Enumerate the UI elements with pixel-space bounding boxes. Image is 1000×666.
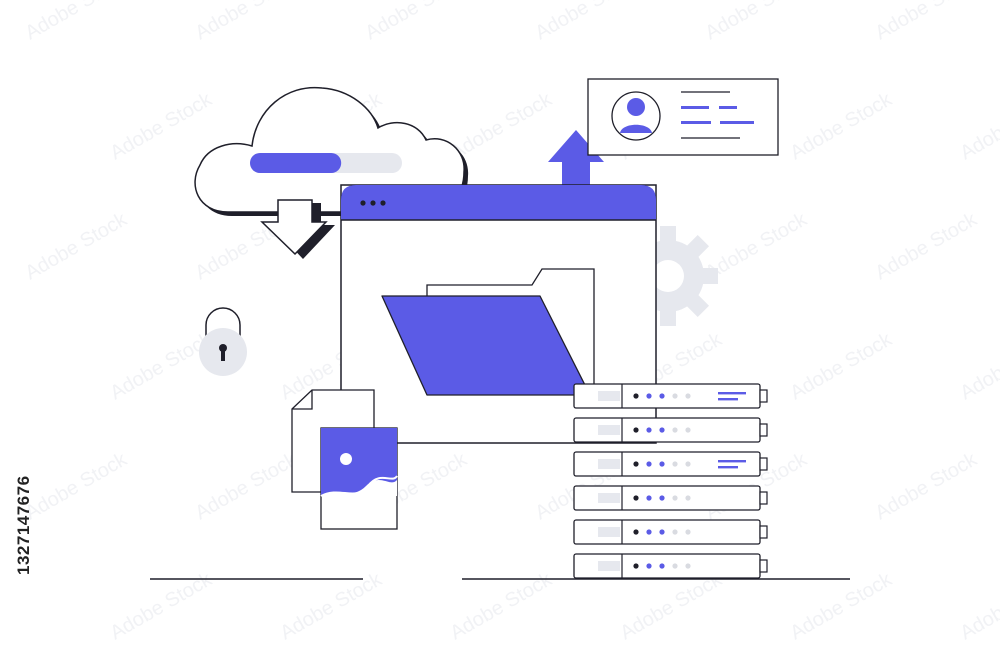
status-dot [685, 427, 691, 433]
watermark-text: Adobe Stock [362, 0, 472, 44]
watermark-text: Adobe Stock [22, 208, 132, 284]
status-dot [633, 563, 639, 569]
window-dot [380, 200, 386, 206]
status-dot [685, 563, 691, 569]
image-file-icon [320, 427, 398, 530]
watermark-text: Adobe Stock [107, 328, 217, 404]
status-dot [659, 461, 665, 467]
status-dot [646, 529, 652, 535]
status-dot [633, 393, 639, 399]
status-dot [685, 529, 691, 535]
status-dot [633, 529, 639, 535]
status-dot [685, 495, 691, 501]
watermark-text: Adobe Stock [872, 0, 982, 44]
download-arrow-icon [260, 199, 335, 259]
watermark-text: Adobe Stock [787, 328, 897, 404]
status-dot [672, 461, 678, 467]
watermark-text: Adobe Stock [702, 208, 812, 284]
status-dot [672, 563, 678, 569]
watermark-text: Adobe Stock [192, 0, 302, 44]
status-dot [672, 427, 678, 433]
status-dot [659, 529, 665, 535]
watermark-text: Adobe Stock [872, 208, 982, 284]
status-dot [646, 495, 652, 501]
server-unit [573, 519, 768, 545]
status-dot [646, 461, 652, 467]
profile-card [587, 78, 779, 156]
server-stack [573, 383, 768, 579]
status-dot [633, 495, 639, 501]
watermark-text: Adobe Stock [957, 568, 1000, 644]
watermark-text: Adobe Stock [957, 328, 1000, 404]
status-dot [685, 461, 691, 467]
status-dot [659, 427, 665, 433]
server-unit [573, 417, 768, 443]
folder-icon [381, 268, 595, 396]
status-dot [646, 563, 652, 569]
status-dot [633, 461, 639, 467]
server-unit [573, 451, 768, 477]
watermark-text: Adobe Stock [447, 88, 557, 164]
watermark-text: Adobe Stock [107, 88, 217, 164]
watermark-text: Adobe Stock [787, 88, 897, 164]
watermark-text: Adobe Stock [872, 448, 982, 524]
lock-icon [199, 307, 247, 376]
status-dot [659, 393, 665, 399]
watermark-text: Adobe Stock [22, 0, 132, 44]
watermark-text: Adobe Stock [192, 448, 302, 524]
status-dot [646, 427, 652, 433]
watermark-text: Adobe Stock [532, 0, 642, 44]
status-dot [633, 427, 639, 433]
watermark-text: Adobe Stock [22, 448, 132, 524]
server-unit [573, 383, 768, 409]
server-unit [573, 553, 768, 579]
status-dot [672, 495, 678, 501]
status-dot [672, 529, 678, 535]
status-dot [659, 495, 665, 501]
status-dot [672, 393, 678, 399]
watermark-text: Adobe Stock [702, 0, 812, 44]
cloud-progress-bar [250, 153, 402, 173]
stock-id-label: 1327147676 [14, 475, 33, 575]
status-dot [685, 393, 691, 399]
upload-arrow-icon [548, 130, 604, 190]
status-dot [646, 393, 652, 399]
server-unit [573, 485, 768, 511]
status-dot [659, 563, 665, 569]
watermark-text: Adobe Stock [957, 88, 1000, 164]
window-dot [370, 200, 376, 206]
window-dot [360, 200, 366, 206]
